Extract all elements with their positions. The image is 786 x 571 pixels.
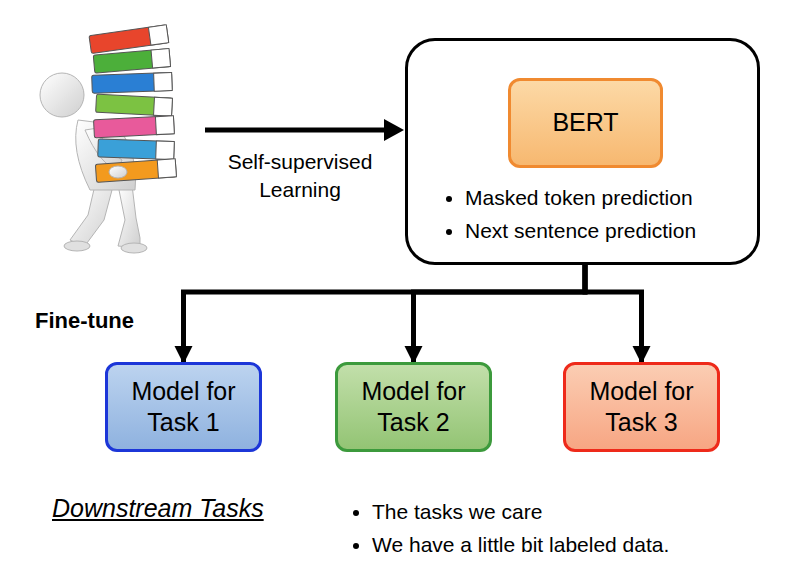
bullet-item: Masked token prediction xyxy=(465,181,696,214)
book-stack xyxy=(89,25,176,183)
box-label: Model for Task 3 xyxy=(572,376,712,439)
bullet-item: Next sentence prediction xyxy=(465,214,696,247)
task-box: Model for Task 2 xyxy=(335,362,492,452)
task-box: Model for Task 3 xyxy=(563,362,720,452)
connector-arrow xyxy=(184,265,586,362)
step-label: Fine-tune xyxy=(35,306,134,336)
bullet-list: Masked token predictionNext sentence pre… xyxy=(465,181,696,247)
model-box: BERT xyxy=(508,78,663,168)
task-box: Model for Task 1 xyxy=(105,362,262,452)
box-label: BERT xyxy=(552,107,618,138)
model-panel: BERT Masked token predictionNext sentence… xyxy=(405,38,760,265)
hand xyxy=(109,166,127,178)
box-label: Model for Task 1 xyxy=(114,376,254,439)
note-text: The tasks we care xyxy=(372,498,542,526)
flow-arrow xyxy=(205,119,404,141)
note-text: We have a little bit labeled data. xyxy=(372,531,669,559)
connector-arrow xyxy=(585,265,642,362)
connector-arrow xyxy=(414,265,586,362)
box-label: Model for Task 2 xyxy=(344,376,484,439)
section-heading: Downstream Tasks xyxy=(52,492,264,526)
arrow-label: Self-supervised Learning xyxy=(200,148,400,205)
